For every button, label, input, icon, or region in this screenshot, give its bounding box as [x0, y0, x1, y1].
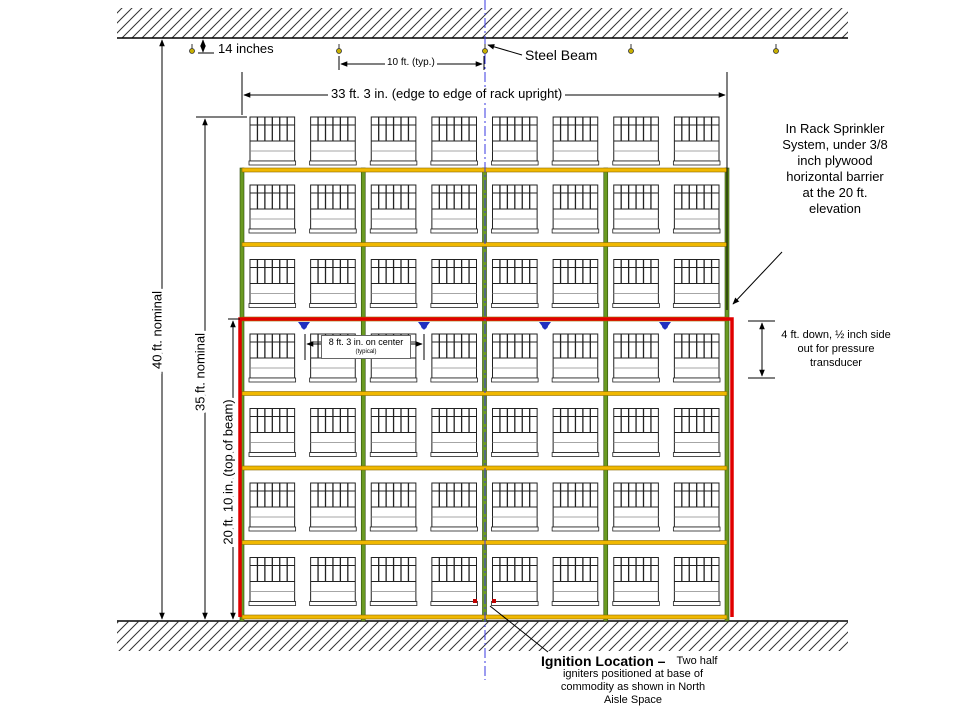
sprinkler-spacing-label: 10 ft. (typ.): [385, 57, 437, 69]
commodity-unit: [491, 557, 539, 606]
commodity-unit: [430, 259, 478, 308]
in-rack-sprinklers: [298, 322, 671, 330]
clearance-label: 14 inches: [218, 41, 274, 56]
rack-width-label: 33 ft. 3 in. (edge to edge of rack uprig…: [328, 86, 566, 102]
commodity-unit: [309, 116, 357, 166]
commodity-unit: [309, 557, 357, 606]
commodity-unit: [430, 184, 478, 234]
transducer-dimension: [748, 320, 775, 379]
in-rack-sprinkler-icon: [659, 322, 671, 330]
commodity-unit: [551, 482, 600, 532]
commodity-unit: [672, 333, 721, 383]
ceiling-sprinkler-icon: [773, 44, 779, 54]
in-rack-sprinkler-icon: [539, 322, 551, 330]
commodity-unit: [369, 116, 418, 166]
ceiling-sprinklers: [189, 44, 779, 54]
commodity-unit: [551, 184, 600, 234]
in-rack-spacing-sublabel: (typical): [355, 349, 377, 355]
barrier-height-dimension: [228, 318, 240, 620]
commodity-unit: [612, 408, 660, 457]
commodity-unit: [248, 557, 297, 606]
commodity-unit: [369, 482, 418, 532]
commodity-unit: [491, 333, 539, 383]
commodity-unit: [612, 116, 660, 166]
commodity-unit: [369, 557, 418, 606]
ceiling-height-dimension: [154, 37, 190, 620]
ignition-note: Two half igniters positioned at base of …: [560, 655, 718, 706]
commodity-unit: [551, 557, 600, 606]
commodity-unit: [672, 408, 721, 457]
commodity-unit: [309, 259, 357, 308]
commodity-unit: [430, 482, 478, 532]
commodity-unit: [612, 333, 660, 383]
transducer-note: 4 ft. down, ½ inch side out for pressure…: [781, 329, 891, 369]
in-rack-pipe: [238, 317, 734, 617]
ceiling-sprinkler-icon: [336, 44, 342, 54]
ceiling-sprinkler-icon: [189, 44, 195, 54]
commodity-unit: [369, 408, 418, 457]
floor-hatch: [117, 621, 848, 651]
in-rack-spacing-box: 8 ft. 3 in. on center (typical): [321, 335, 411, 359]
commodity-unit: [309, 482, 357, 532]
steel-beam-label: Steel Beam: [525, 47, 598, 63]
ceiling-height-label: 40 ft. nominal: [149, 291, 164, 369]
commodity-unit: [248, 259, 297, 308]
commodity-unit: [248, 408, 297, 457]
in-rack-note: In Rack Sprinkler System, under 3/8 inch…: [782, 121, 888, 216]
commodity-unit: [612, 482, 660, 532]
commodity-unit: [430, 116, 478, 166]
commodity-unit: [309, 408, 357, 457]
commodity-unit: [248, 333, 297, 383]
commodity-unit: [672, 184, 721, 234]
commodity-unit: [612, 184, 660, 234]
commodity-unit: [491, 482, 539, 532]
commodity-unit: [672, 116, 721, 166]
commodity-unit: [248, 184, 297, 234]
steel-beam-leader: [487, 44, 523, 56]
in-rack-leader: [732, 251, 783, 305]
commodity-unit: [491, 116, 539, 166]
commodity-group: [248, 116, 721, 606]
in-rack-sprinkler-icon: [418, 322, 430, 330]
commodity-unit: [369, 259, 418, 308]
ceiling-hatch: [117, 8, 848, 38]
in-rack-sprinkler-icon: [298, 322, 310, 330]
commodity-unit: [551, 333, 600, 383]
igniter-icon: [473, 599, 477, 603]
commodity-unit: [430, 333, 478, 383]
storage-height-dimension: [196, 116, 247, 620]
igniter-icon: [492, 599, 496, 603]
ignition-leader: [489, 605, 549, 653]
commodity-unit: [551, 408, 600, 457]
clearance-dimension: [198, 37, 214, 54]
commodity-unit: [612, 557, 660, 606]
in-rack-spacing-label: 8 ft. 3 in. on center: [328, 337, 404, 347]
ceiling-sprinkler-icon: [482, 44, 488, 54]
commodity-unit: [612, 259, 660, 308]
commodity-unit: [672, 259, 721, 308]
barrier-height-label: 20 ft. 10 in. (top of beam): [220, 399, 235, 544]
commodity-unit: [491, 259, 539, 308]
commodity-unit: [672, 557, 721, 606]
commodity-unit: [248, 482, 297, 532]
commodity-unit: [672, 482, 721, 532]
commodity-unit: [430, 408, 478, 457]
commodity-unit: [491, 184, 539, 234]
commodity-unit: [551, 116, 600, 166]
ignition-title: Ignition Location –: [541, 653, 666, 669]
storage-height-label: 35 ft. nominal: [192, 333, 207, 411]
commodity-unit: [248, 116, 297, 166]
igniters: [473, 599, 496, 603]
commodity-unit: [430, 557, 478, 606]
ceiling-sprinkler-icon: [628, 44, 634, 54]
commodity-unit: [491, 408, 539, 457]
commodity-unit: [309, 184, 357, 234]
commodity-unit: [551, 259, 600, 308]
commodity-unit: [369, 184, 418, 234]
